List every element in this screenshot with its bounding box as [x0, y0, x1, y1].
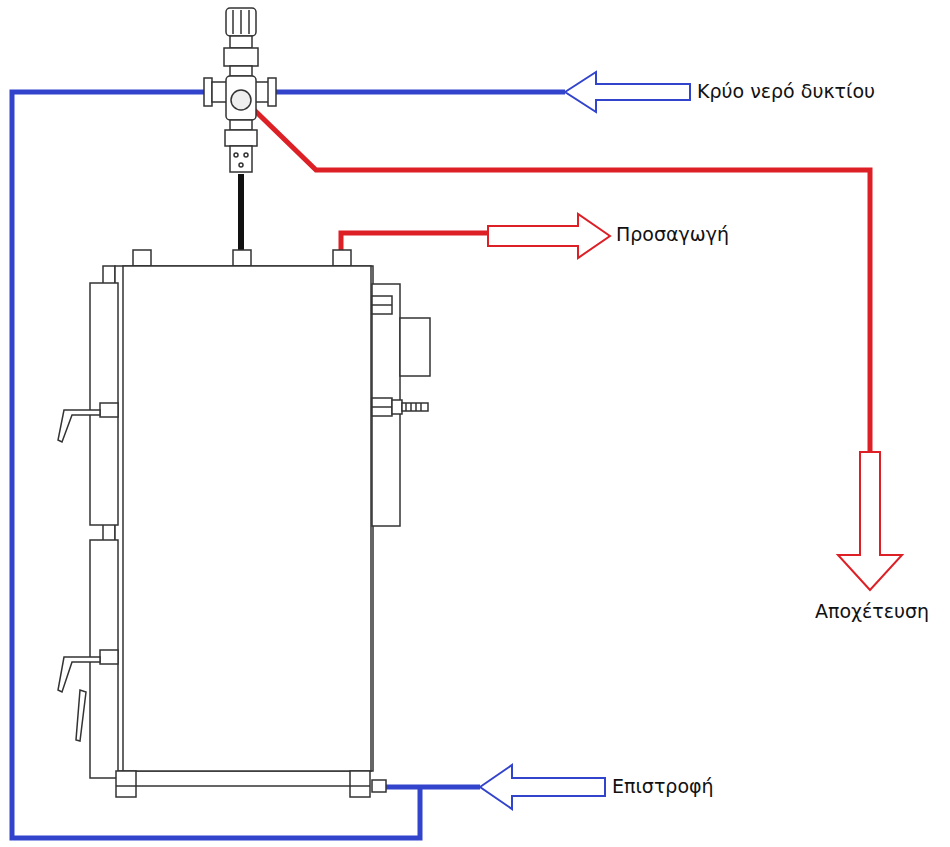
boiler-body — [58, 250, 430, 797]
supply-pipe — [341, 233, 490, 262]
pipe-label: Προσαγωγή — [616, 223, 729, 246]
drain-arrow — [838, 452, 902, 590]
safety-valve — [204, 8, 276, 172]
pipe-label: Κρύο νερό δυκτίου — [697, 80, 875, 103]
cold-water-pipe — [12, 92, 565, 838]
supply-arrow — [488, 214, 610, 258]
pipe-label: Αποχέτευση — [815, 600, 929, 623]
pipe-label: Επιστροφή — [612, 775, 714, 798]
inflow-arrow — [565, 72, 690, 112]
return-arrow — [480, 765, 605, 809]
sensor-probe — [238, 174, 244, 250]
